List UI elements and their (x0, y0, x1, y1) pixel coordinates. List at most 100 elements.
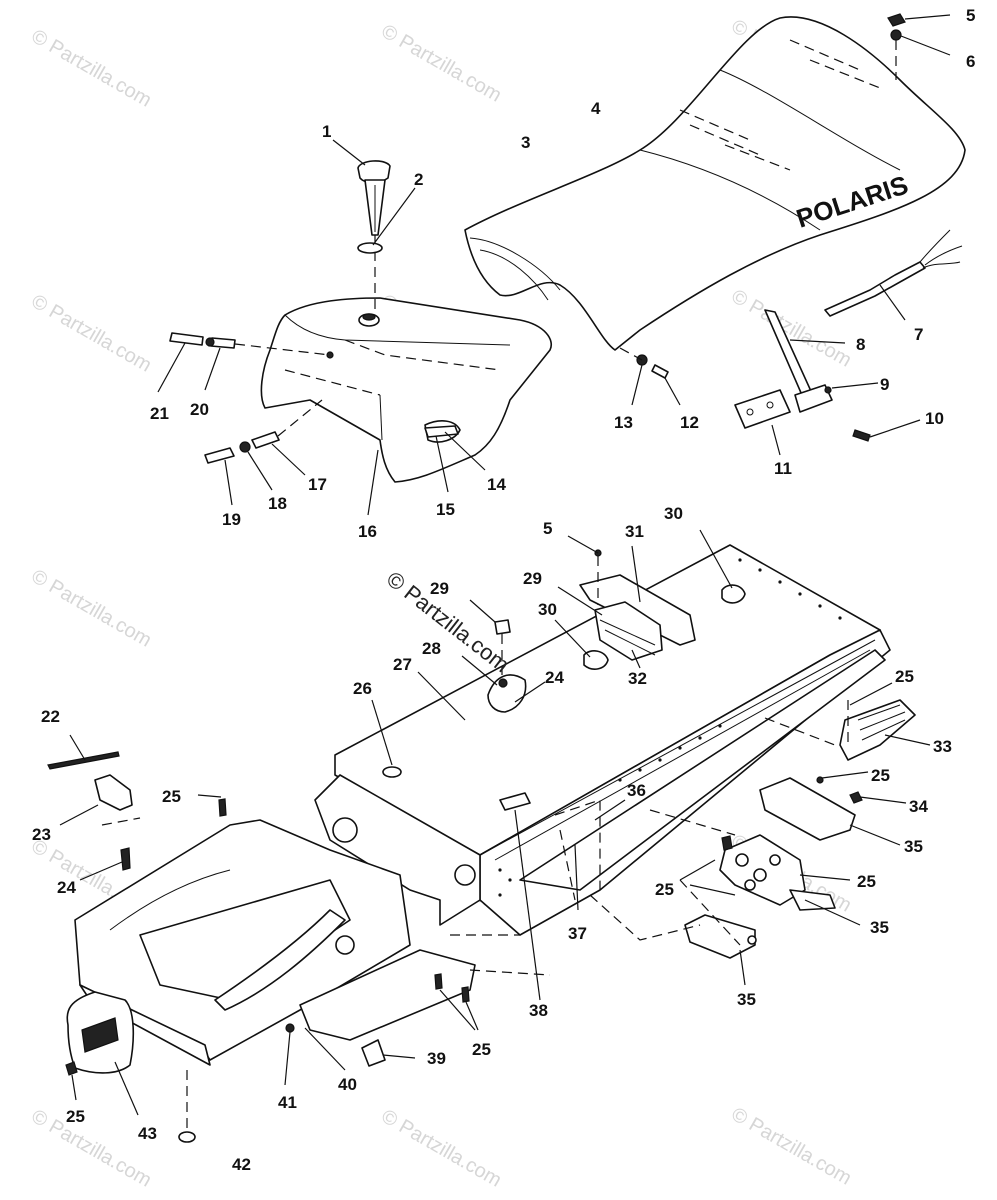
callout-25-front[interactable]: 25 (66, 1107, 85, 1126)
fuel-tank-part-16[interactable] (260, 297, 552, 483)
callout-5-lower[interactable]: 5 (543, 519, 552, 538)
callout-23[interactable]: 23 (32, 825, 51, 844)
callout-35-mid[interactable]: 35 (870, 918, 889, 937)
chassis-tunnel-assembly[interactable] (334, 544, 891, 936)
floor-pan-part-40[interactable] (299, 949, 476, 1041)
rod-part-22[interactable] (47, 751, 120, 770)
callout-25-right-top[interactable]: 25 (895, 667, 914, 686)
callout-43[interactable]: 43 (138, 1124, 157, 1143)
clamp-part-18[interactable] (239, 441, 251, 453)
callout-13[interactable]: 13 (614, 413, 633, 432)
tunnel-top-parts[interactable] (461, 529, 746, 713)
fitting-part-17[interactable] (251, 431, 280, 449)
callout-8[interactable]: 8 (856, 335, 865, 354)
callout-19[interactable]: 19 (222, 510, 241, 529)
callout-30-mid[interactable]: 30 (538, 600, 557, 619)
block-part-30-top[interactable] (721, 584, 746, 604)
callout-32[interactable]: 32 (628, 669, 647, 688)
callout-12[interactable]: 12 (680, 413, 699, 432)
callout-24-left[interactable]: 24 (57, 878, 76, 897)
fasteners-part-25[interactable] (65, 794, 479, 1116)
callout-14[interactable]: 14 (487, 475, 506, 494)
callout-18[interactable]: 18 (268, 494, 287, 513)
callout-33[interactable]: 33 (933, 737, 952, 756)
callout-1[interactable]: 1 (322, 122, 331, 141)
fuel-line-fittings[interactable] (157, 332, 334, 506)
nut-part-5[interactable] (887, 13, 906, 27)
callout-15[interactable]: 15 (436, 500, 455, 519)
seat-fasteners-top[interactable] (887, 13, 951, 80)
running-board-parts[interactable] (450, 682, 931, 1001)
screw-part-10[interactable] (852, 429, 871, 442)
plate-part-32[interactable] (594, 601, 663, 661)
cable-part-7[interactable] (824, 261, 926, 317)
grommet-part-26[interactable] (382, 766, 402, 778)
screw-part-34[interactable] (849, 791, 863, 804)
clip-part-29[interactable] (494, 619, 511, 635)
callout-11[interactable]: 11 (774, 459, 792, 478)
bolt-part-12[interactable] (651, 364, 669, 379)
callout-25-right-low[interactable]: 25 (857, 872, 876, 891)
washer-part-6[interactable] (890, 29, 902, 41)
callout-37[interactable]: 37 (568, 924, 587, 943)
callout-41[interactable]: 41 (278, 1093, 297, 1112)
bracket-part-23[interactable] (94, 774, 133, 811)
callout-5[interactable]: 5 (966, 6, 975, 25)
callout-4[interactable]: 4 (591, 99, 601, 118)
callout-25-center[interactable]: 25 (655, 880, 674, 899)
callout-42[interactable]: 42 (232, 1155, 251, 1174)
callout-36[interactable]: 36 (627, 781, 646, 800)
fuel-cap-assembly[interactable] (332, 139, 416, 327)
callout-2[interactable]: 2 (414, 170, 423, 189)
sender-part-14[interactable] (424, 425, 459, 438)
callout-24-top[interactable]: 24 (545, 668, 564, 687)
callout-7[interactable]: 7 (914, 325, 923, 344)
seat-cushion[interactable] (464, 16, 966, 351)
gasket-part-2[interactable] (357, 242, 383, 254)
bracket-part-28[interactable] (487, 674, 527, 713)
grommet-part-42[interactable] (178, 1131, 196, 1143)
callout-25-bottom[interactable]: 25 (472, 1040, 491, 1059)
seat-strap-assembly[interactable] (734, 309, 921, 456)
bushing-part-39[interactable] (361, 1039, 386, 1067)
callout-35-top[interactable]: 35 (904, 837, 923, 856)
callout-27[interactable]: 27 (393, 655, 412, 674)
fuel-line-part-19[interactable] (204, 447, 235, 464)
callout-6[interactable]: 6 (966, 52, 975, 71)
callout-29-right[interactable]: 29 (523, 569, 542, 588)
callout-16[interactable]: 16 (358, 522, 377, 541)
fuel-sender-assembly[interactable] (367, 425, 486, 516)
callout-38[interactable]: 38 (529, 1001, 548, 1020)
bracket-part-35a[interactable] (759, 777, 856, 841)
footrest-part-33[interactable] (839, 699, 916, 761)
fuel-tank-assembly[interactable] (260, 297, 552, 483)
bolt-part-24b[interactable] (120, 847, 131, 871)
steering-bracket-parts[interactable] (47, 734, 141, 881)
block-part-30[interactable] (583, 650, 609, 670)
callout-29-left[interactable]: 29 (430, 579, 449, 598)
callout-40[interactable]: 40 (338, 1075, 357, 1094)
callout-30-top[interactable]: 30 (664, 504, 683, 523)
fuel-line-part-21[interactable] (169, 332, 204, 346)
seat-release-cable[interactable] (824, 229, 963, 321)
callout-39[interactable]: 39 (427, 1049, 446, 1068)
callout-34[interactable]: 34 (909, 797, 928, 816)
callout-10[interactable]: 10 (925, 409, 944, 428)
callout-25-left[interactable]: 25 (162, 787, 181, 806)
callout-21[interactable]: 21 (150, 404, 169, 423)
bracket-part-11[interactable] (734, 389, 791, 429)
callout-17[interactable]: 17 (308, 475, 327, 494)
callout-3[interactable]: 3 (521, 133, 530, 152)
callout-31[interactable]: 31 (625, 522, 644, 541)
callout-22[interactable]: 22 (41, 707, 60, 726)
callout-9[interactable]: 9 (880, 375, 889, 394)
seat-mount-hardware[interactable] (619, 347, 681, 406)
callout-20[interactable]: 20 (190, 400, 209, 419)
bulkhead-left[interactable] (314, 774, 481, 926)
front-frame-assembly[interactable] (66, 774, 481, 1143)
callout-25-right-mid[interactable]: 25 (871, 766, 890, 785)
rivet-part-9[interactable] (824, 386, 832, 394)
bracket-part-35c[interactable] (684, 914, 756, 959)
callout-26[interactable]: 26 (353, 679, 372, 698)
plate-part-38[interactable] (499, 792, 531, 811)
